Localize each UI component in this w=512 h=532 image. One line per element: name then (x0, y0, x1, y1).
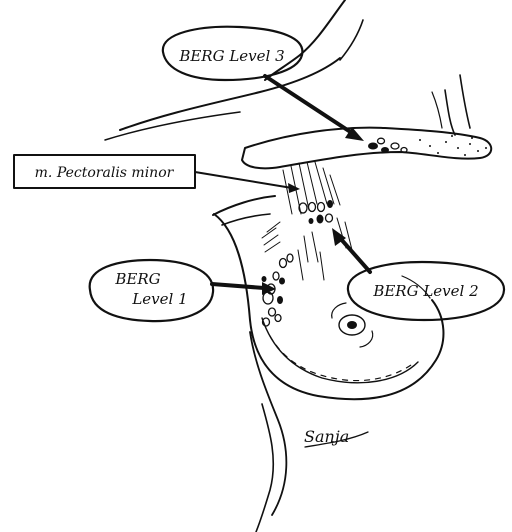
lymph-node (317, 215, 324, 224)
lymph-node (277, 296, 283, 304)
lymph-node (273, 272, 279, 280)
lymph-node (280, 259, 287, 268)
lymph-node (309, 218, 314, 224)
lymph-node (326, 214, 333, 222)
arrows (195, 76, 370, 295)
lymph-node (381, 147, 389, 153)
lymph-node (318, 203, 325, 212)
lymph-node (287, 254, 293, 262)
trunk-outline (250, 332, 286, 532)
arrow-level-2 (340, 238, 370, 272)
lymph-node (262, 276, 267, 282)
berg-level-1-label-line2: Level 1 (131, 290, 187, 308)
lymph-node (391, 143, 399, 149)
berg-level-3-label: BERG Level 3 (178, 47, 284, 65)
berg-level-2-label: BERG Level 2 (372, 282, 478, 300)
callout-pectoralis-minor: m. Pectoralis minor (14, 155, 195, 188)
lymph-node (279, 278, 285, 285)
arrow-level-1 (212, 284, 264, 288)
berg-level-1-label-line1: BERG (114, 270, 160, 288)
callout-berg-level-1: BERG Level 1 (90, 260, 213, 321)
callout-berg-level-3: BERG Level 3 (163, 27, 303, 80)
lymph-node (309, 203, 316, 212)
arrowhead-pectoralis-minor (288, 183, 300, 193)
lymph-node (269, 308, 276, 316)
pectoralis-minor-label: m. Pectoralis minor (35, 165, 175, 181)
arrow-pectoralis-minor (195, 172, 292, 188)
lymph-node (368, 143, 378, 150)
lymph-node (378, 138, 385, 144)
arrow-level-3 (265, 76, 352, 133)
lymph-nodes-level-3 (368, 138, 407, 153)
lymph-nodes-level-2 (299, 200, 333, 224)
lymph-node (327, 200, 333, 208)
lymph-node (275, 315, 281, 322)
clavicle (242, 128, 491, 169)
